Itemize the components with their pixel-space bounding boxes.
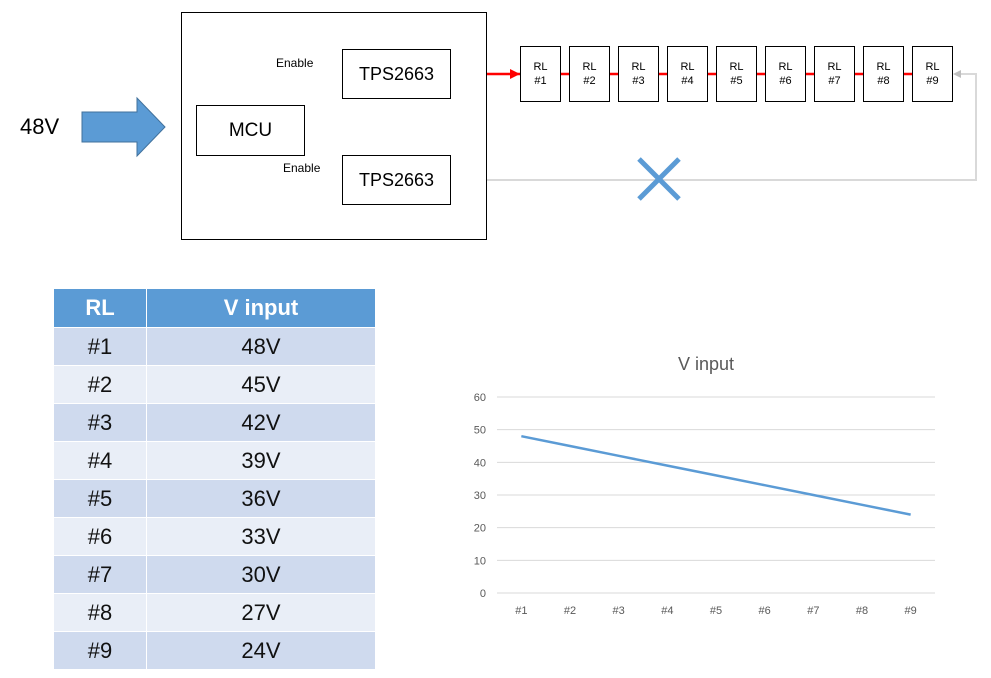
- chart-y-tick-label: 0: [480, 588, 486, 600]
- mcu-block: MCU: [196, 105, 305, 156]
- chart-title: V input: [677, 354, 735, 374]
- enable-label-top: Enable: [276, 56, 314, 70]
- relay-label-line1: RL: [533, 61, 548, 73]
- relay-label-line2: #4: [681, 75, 694, 87]
- connection-lines: [81, 69, 977, 201]
- table-cell-vinput: 45V: [146, 365, 376, 404]
- relay-label-line1: RL: [925, 61, 940, 73]
- table-header-row: RL V input: [53, 288, 376, 328]
- tps2663-top-block: TPS2663: [342, 49, 451, 99]
- table-cell-vinput: 24V: [146, 631, 376, 670]
- table-cell-vinput: 36V: [146, 479, 376, 518]
- input-voltage-label: 48V: [20, 114, 60, 139]
- chart-y-tick-label: 10: [474, 555, 486, 567]
- relay-label-line2: #9: [926, 75, 939, 87]
- relay-label-line1: RL: [876, 61, 891, 73]
- relay-block: RL #6: [765, 46, 806, 102]
- relay-label-line2: #1: [534, 75, 547, 87]
- inactive-return-line: [451, 73, 977, 181]
- relay-label-line2: #3: [632, 75, 645, 87]
- table-cell-rl: #5: [53, 479, 147, 518]
- table-cell-vinput: 48V: [146, 327, 376, 366]
- relay-block: RL #7: [814, 46, 855, 102]
- relay-block: RL #3: [618, 46, 659, 102]
- relay-block: RL #9: [912, 46, 953, 102]
- input-arrow-icon: [81, 96, 166, 158]
- table-header-rl: RL: [53, 288, 147, 328]
- enable-label-bottom: Enable: [283, 161, 321, 175]
- table-cell-rl: #9: [53, 631, 147, 670]
- table-cell-rl: #3: [53, 403, 147, 442]
- disconnected-cross-icon: [637, 157, 681, 201]
- relay-block: RL #8: [863, 46, 904, 102]
- chart-x-tick-label: #7: [807, 605, 819, 617]
- relay-block: RL #5: [716, 46, 757, 102]
- chart-y-tick-label: 30: [474, 490, 486, 502]
- relay-label-line1: RL: [729, 61, 744, 73]
- table-cell-rl: #8: [53, 593, 147, 632]
- relay-label-line1: RL: [631, 61, 646, 73]
- relay-label-line2: #5: [730, 75, 743, 87]
- table-cell-rl: #7: [53, 555, 147, 594]
- chart-x-tick-label: #4: [661, 605, 673, 617]
- chart-x-tick-label: #5: [710, 605, 722, 617]
- relay-label-line1: RL: [582, 61, 597, 73]
- relay-block: RL #4: [667, 46, 708, 102]
- table-cell-vinput: 30V: [146, 555, 376, 594]
- table-cell-vinput: 27V: [146, 593, 376, 632]
- table-cell-rl: #4: [53, 441, 147, 480]
- active-arrowhead: [510, 69, 520, 79]
- inactive-arrowhead: [953, 70, 961, 78]
- chart-x-tick-label: #3: [613, 605, 625, 617]
- chart-x-tick-label: #2: [564, 605, 576, 617]
- table-cell-vinput: 42V: [146, 403, 376, 442]
- chart-y-tick-label: 50: [474, 425, 486, 437]
- table-cell-rl: #6: [53, 517, 147, 556]
- relay-label-line2: #8: [877, 75, 890, 87]
- relay-label-line1: RL: [778, 61, 793, 73]
- chart-y-tick-label: 20: [474, 523, 486, 535]
- relay-label-line2: #7: [828, 75, 841, 87]
- relay-label-line1: RL: [827, 61, 842, 73]
- chart-y-tick-label: 40: [474, 457, 486, 469]
- chart-x-tick-label: #9: [905, 605, 917, 617]
- chart-x-tick-label: #6: [759, 605, 771, 617]
- relay-label-line2: #2: [583, 75, 596, 87]
- chart-x-tick-label: #8: [856, 605, 868, 617]
- table-cell-vinput: 33V: [146, 517, 376, 556]
- relay-label-line2: #6: [779, 75, 792, 87]
- chart-y-tick-label: 60: [474, 392, 486, 404]
- table-cell-vinput: 39V: [146, 441, 376, 480]
- relay-label-line1: RL: [680, 61, 695, 73]
- table-cell-rl: #1: [53, 327, 147, 366]
- relay-block: RL #2: [569, 46, 610, 102]
- relay-block: RL #1: [520, 46, 561, 102]
- chart-x-tick-label: #1: [515, 605, 527, 617]
- table-cell-rl: #2: [53, 365, 147, 404]
- table-header-vinput: V input: [146, 288, 376, 328]
- chart-series-line: [521, 434, 911, 516]
- voltage-line-chart: 0 10 20 30 40 50 60 #1 #2 #3 #4 #5 #6 #7 #8 #9: [474, 392, 935, 617]
- tps2663-bottom-block: TPS2663: [342, 155, 451, 205]
